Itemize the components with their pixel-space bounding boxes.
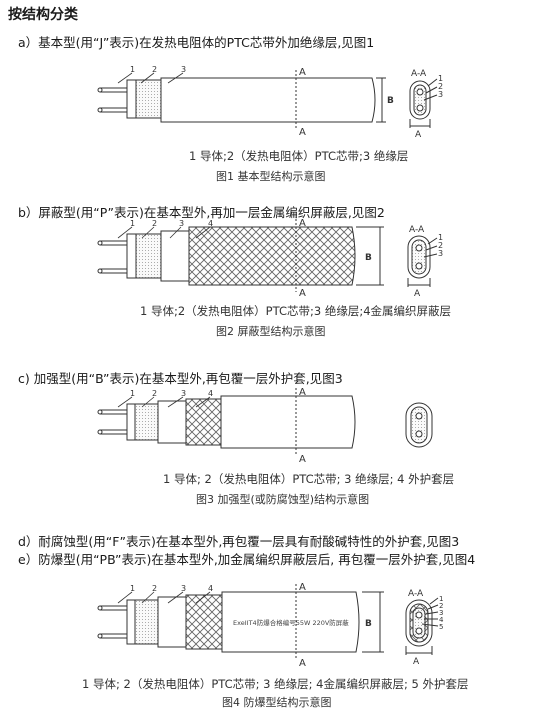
figure1-label-1: 1: [130, 65, 135, 74]
figure2-description: 1 导体;2（发热电阻体）PTC芯带;3 绝缘层;4金属编织屏蔽层: [140, 304, 452, 318]
figure1-label-3: 3: [181, 65, 186, 74]
section-c-heading: c) 加强型(用“B”表示)在基本型外,再包覆一层外护套,见图3: [18, 371, 343, 386]
figure3-label-4: 4: [208, 389, 213, 398]
outer-jacket: [220, 395, 356, 449]
figure4-label-3: 3: [181, 584, 186, 593]
figure4-jacket-text: ExeIIT4防爆合格编号55W 220V防屏蔽: [233, 618, 349, 627]
figure4-cross-section: [405, 597, 439, 655]
figure1-cross-section: [409, 78, 438, 128]
braid-shield: [188, 226, 356, 286]
figure4-caption: 图4 防爆型结构示意图: [222, 696, 332, 709]
figure2-cs-label-1: 1: [438, 233, 443, 242]
figure4-label-2: 2: [152, 584, 157, 593]
figure4-description: 1 导体; 2（发热电阻体）PTC芯带; 3 绝缘层; 4金属编织屏蔽层; 5 …: [82, 677, 469, 691]
figure3-cable: [97, 388, 356, 456]
figure2-label-1: 1: [130, 219, 135, 228]
figure2-section-pair: A-A: [409, 225, 425, 235]
figure4-cs-label-4: 4: [439, 616, 444, 624]
figure2-caption: 图2 屏蔽型结构示意图: [216, 325, 326, 338]
figure2-cable: [97, 219, 384, 292]
figure4-label-1: 1: [130, 584, 135, 593]
figure2-width-mark: B: [365, 253, 372, 263]
figure4-cs-label-5: 5: [439, 623, 443, 631]
figure4-label-4: 4: [208, 584, 213, 593]
figure4-section-pair: A-A: [408, 589, 424, 599]
section-a-heading: a）基本型(用“J”表示)在发热电阻体的PTC芯带外加绝缘层,见图1: [18, 35, 375, 50]
figure4-cs-label-3: 3: [439, 609, 443, 617]
section-b-heading: b）屏蔽型(用“P”表示)在基本型外,再加一层金属编织屏蔽层,见图2: [18, 205, 385, 220]
figure2-label-2: 2: [152, 219, 157, 228]
figure1-caption: 图1 基本型结构示意图: [216, 170, 326, 183]
figure1-cs-label-2: 2: [438, 82, 443, 91]
figure4-cs-label-2: 2: [439, 602, 443, 610]
section-e-heading: e）防爆型(用“PB”表示)在基本型外,加金属编织屏蔽层后, 再包覆一层外护套,…: [18, 552, 476, 567]
figure2-cs-label-3: 3: [438, 249, 443, 258]
figure3-caption: 图3 加强型(或防腐蚀型)结构示意图: [196, 493, 370, 506]
insulation-layer: [160, 77, 376, 123]
figure1-cable: [97, 70, 386, 128]
outer-jacket: [221, 591, 360, 653]
figure2-cs-width-mark: A: [414, 289, 421, 299]
figure4-cs-label-1: 1: [439, 595, 443, 603]
figure3-label-3: 3: [181, 389, 186, 398]
conductor-end: [126, 79, 137, 119]
figure2-label-4: 4: [208, 219, 213, 228]
figure3-section-mark-bottom: A: [299, 454, 306, 465]
figure2-cs-label-2: 2: [438, 241, 443, 250]
figure1-section-mark-bottom: A: [299, 127, 306, 138]
figure1-cs-label-3: 3: [438, 90, 443, 99]
figure2-section-mark-top: A: [299, 218, 306, 229]
figure2-label-3: 3: [179, 219, 184, 228]
figure4-section-mark-bottom: A: [299, 658, 306, 669]
figure3-cross-section: [405, 402, 433, 448]
figure1-cs-label-1: 1: [438, 74, 443, 83]
section-d-heading: d）耐腐蚀型(用“F”表示)在基本型外,再包覆一层具有耐酸碱特性的外护套,见图3: [18, 534, 460, 549]
figure1-cs-width-mark: A: [415, 130, 422, 140]
figure1-width-mark: B: [387, 96, 394, 106]
page-title: 按结构分类: [8, 7, 78, 23]
figure3-section-mark-top: A: [299, 387, 306, 398]
figure4-section-mark-top: A: [299, 582, 306, 593]
figure1-leaders: [117, 72, 184, 84]
figure1-section-pair: A-A: [411, 69, 427, 79]
figure3-description: 1 导体; 2（发热电阻体）PTC芯带; 3 绝缘层; 4 外护套层: [163, 472, 455, 486]
figure4-cs-width-mark: A: [413, 657, 420, 667]
figure3-label-2: 2: [152, 389, 157, 398]
ptc-core: [135, 79, 162, 119]
figure3-label-1: 1: [130, 389, 135, 398]
figure1-section-mark-top: A: [299, 67, 306, 78]
figure1-description: 1 导体;2（发热电阻体）PTC芯带;3 绝缘层: [189, 149, 409, 163]
figure4-width-mark: B: [365, 619, 372, 629]
figure4-cable: [97, 584, 384, 660]
figure1-label-2: 2: [152, 65, 157, 74]
figure2-section-mark-bottom: A: [299, 288, 306, 299]
figure2-cross-section: [407, 235, 438, 287]
